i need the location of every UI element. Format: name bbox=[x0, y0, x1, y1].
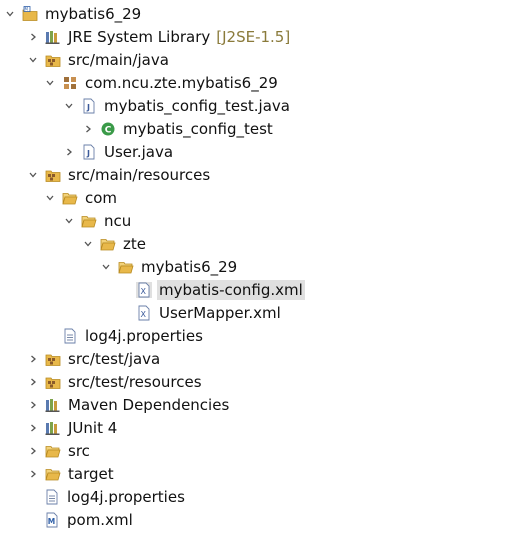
source-folder-icon bbox=[45, 52, 61, 68]
tree-row-mapper-xml[interactable]: X UserMapper.xml bbox=[0, 302, 523, 324]
open-folder-icon bbox=[62, 190, 78, 206]
library-icon bbox=[45, 420, 61, 436]
log4j-resources-label: log4j.properties bbox=[85, 327, 203, 345]
expand-chevron-icon[interactable] bbox=[82, 238, 94, 250]
svg-text:J: J bbox=[86, 103, 90, 112]
source-folder-icon bbox=[45, 351, 61, 367]
tree-row-log4j-resources[interactable]: log4j.properties bbox=[0, 325, 523, 347]
config-xml-label: mybatis-config.xml bbox=[157, 280, 305, 300]
expand-chevron-icon[interactable] bbox=[63, 146, 75, 158]
tree-row-project[interactable]: M mybatis6_29 bbox=[0, 3, 523, 25]
source-folder-icon bbox=[45, 374, 61, 390]
tree-row-src-test-resources[interactable]: src/test/resources bbox=[0, 371, 523, 393]
jre-label: JRE System Library bbox=[68, 28, 211, 46]
expand-chevron-icon[interactable] bbox=[4, 8, 16, 20]
svg-text:M: M bbox=[25, 7, 29, 12]
tree-row-test-class[interactable]: C mybatis_config_test bbox=[0, 118, 523, 140]
expand-chevron-icon[interactable] bbox=[63, 215, 75, 227]
open-folder-icon bbox=[100, 236, 116, 252]
maven-project-icon: M bbox=[22, 6, 38, 22]
open-folder-icon bbox=[81, 213, 97, 229]
tree-row-jre[interactable]: JRE System Library [J2SE-1.5] bbox=[0, 26, 523, 48]
tree-row-package[interactable]: com.ncu.zte.mybatis6_29 bbox=[0, 72, 523, 94]
tree-row-src-test-java[interactable]: src/test/java bbox=[0, 348, 523, 370]
xml-file-icon: X bbox=[136, 282, 152, 298]
open-folder-icon bbox=[118, 259, 134, 275]
expand-chevron-icon[interactable] bbox=[27, 54, 39, 66]
properties-file-icon bbox=[62, 328, 78, 344]
expand-chevron-icon[interactable] bbox=[27, 169, 39, 181]
user-java-label: User.java bbox=[104, 143, 174, 161]
expand-chevron-icon[interactable] bbox=[82, 123, 94, 135]
tree-row-target[interactable]: target bbox=[0, 463, 523, 485]
expand-chevron-icon[interactable] bbox=[27, 31, 39, 43]
source-folder-icon bbox=[45, 167, 61, 183]
tree-row-folder-com[interactable]: com bbox=[0, 187, 523, 209]
expand-chevron-icon[interactable] bbox=[27, 468, 39, 480]
test-java-file-label: mybatis_config_test.java bbox=[104, 97, 290, 115]
expand-chevron-icon[interactable] bbox=[27, 376, 39, 388]
tree-row-folder-mybatis[interactable]: mybatis6_29 bbox=[0, 256, 523, 278]
src-main-resources-label: src/main/resources bbox=[68, 166, 211, 184]
tree-row-folder-ncu[interactable]: ncu bbox=[0, 210, 523, 232]
svg-text:X: X bbox=[141, 310, 147, 319]
src-label: src bbox=[68, 442, 90, 460]
test-class-label: mybatis_config_test bbox=[123, 120, 273, 138]
java-file-icon: J bbox=[81, 144, 97, 160]
src-test-java-label: src/test/java bbox=[68, 350, 161, 368]
src-main-java-label: src/main/java bbox=[68, 51, 169, 69]
java-file-icon: J bbox=[81, 98, 97, 114]
expand-chevron-icon[interactable] bbox=[44, 192, 56, 204]
target-label: target bbox=[68, 465, 114, 483]
expand-chevron-icon[interactable] bbox=[63, 100, 75, 112]
pom-label: pom.xml bbox=[67, 511, 133, 529]
expand-chevron-icon[interactable] bbox=[27, 422, 39, 434]
svg-text:J: J bbox=[86, 149, 90, 158]
tree-row-user-java[interactable]: J User.java bbox=[0, 141, 523, 163]
jre-decoration: [J2SE-1.5] bbox=[216, 28, 291, 46]
tree-row-log4j-root[interactable]: log4j.properties bbox=[0, 486, 523, 508]
folder-icon bbox=[45, 443, 61, 459]
folder-com-label: com bbox=[85, 189, 118, 207]
expand-chevron-icon[interactable] bbox=[27, 353, 39, 365]
library-icon bbox=[45, 397, 61, 413]
tree-row-folder-zte[interactable]: zte bbox=[0, 233, 523, 255]
svg-text:X: X bbox=[141, 287, 147, 296]
log4j-root-label: log4j.properties bbox=[67, 488, 185, 506]
expand-chevron-icon[interactable] bbox=[27, 399, 39, 411]
package-icon bbox=[62, 75, 78, 91]
tree-row-src-main-resources[interactable]: src/main/resources bbox=[0, 164, 523, 186]
src-test-resources-label: src/test/resources bbox=[68, 373, 202, 391]
junit-label: JUnit 4 bbox=[68, 419, 118, 437]
tree-row-pom[interactable]: M pom.xml bbox=[0, 509, 523, 531]
folder-zte-label: zte bbox=[123, 235, 146, 253]
tree-row-src[interactable]: src bbox=[0, 440, 523, 462]
maven-dependencies-label: Maven Dependencies bbox=[68, 396, 230, 414]
properties-file-icon bbox=[44, 489, 60, 505]
tree-row-maven-dependencies[interactable]: Maven Dependencies bbox=[0, 394, 523, 416]
folder-icon bbox=[45, 466, 61, 482]
expand-chevron-icon[interactable] bbox=[44, 77, 56, 89]
project-label: mybatis6_29 bbox=[45, 5, 142, 23]
folder-ncu-label: ncu bbox=[104, 212, 132, 230]
expand-chevron-icon[interactable] bbox=[100, 261, 112, 273]
mapper-xml-label: UserMapper.xml bbox=[159, 304, 281, 322]
library-icon bbox=[45, 29, 61, 45]
tree-row-config-xml[interactable]: X mybatis-config.xml bbox=[0, 279, 523, 301]
tree-row-junit[interactable]: JUnit 4 bbox=[0, 417, 523, 439]
tree-row-test-java-file[interactable]: J mybatis_config_test.java bbox=[0, 95, 523, 117]
package-label: com.ncu.zte.mybatis6_29 bbox=[85, 74, 278, 92]
svg-text:C: C bbox=[105, 125, 112, 135]
folder-mybatis-label: mybatis6_29 bbox=[141, 258, 238, 276]
pom-file-icon: M bbox=[44, 512, 60, 528]
expand-chevron-icon[interactable] bbox=[27, 445, 39, 457]
svg-text:M: M bbox=[48, 517, 55, 526]
class-icon: C bbox=[100, 121, 116, 137]
xml-file-icon: X bbox=[136, 305, 152, 321]
tree-row-src-main-java[interactable]: src/main/java bbox=[0, 49, 523, 71]
